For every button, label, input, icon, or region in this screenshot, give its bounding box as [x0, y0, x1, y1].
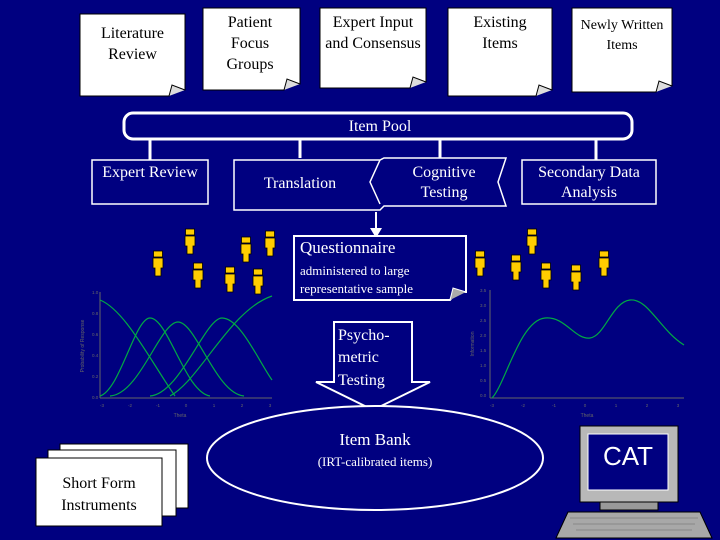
- computer-icon: [555, 425, 713, 539]
- doc-expert-input: [319, 7, 427, 89]
- existing-items-label: Existing Items: [473, 14, 527, 52]
- info-x-tick: 0: [584, 403, 587, 408]
- short-form-stack: [35, 443, 189, 527]
- item-bank-subtitle: (IRT-calibrated items): [317, 454, 433, 469]
- person-icon: [192, 262, 204, 289]
- icc-x-tick: -1: [156, 403, 160, 408]
- person-icon: [540, 262, 552, 289]
- patient-focus-groups-label: Patient Focus Groups: [226, 14, 274, 73]
- icc-x-tick: 3: [269, 403, 272, 408]
- expert-input-label: Expert Input and Consensus: [325, 14, 421, 52]
- short-form-label: Short Form Instruments: [61, 475, 137, 515]
- icc-y-tick: 0.6: [92, 332, 99, 337]
- translation-cognitive-arrow: [233, 157, 508, 211]
- psychometric-testing-arrow: [315, 321, 431, 412]
- icc-y-tick: 1.0: [92, 290, 99, 295]
- doc-patient-focus-groups: [202, 7, 301, 91]
- person-icon: [152, 250, 164, 277]
- info-x-tick: 2: [646, 403, 649, 408]
- item-pool-label: Item Pool: [348, 118, 412, 135]
- newly-written-items-label: Newly Written Items: [580, 18, 664, 54]
- person-icon: [240, 236, 252, 263]
- person-icon: [264, 230, 276, 257]
- item-bank-ellipse: [206, 405, 544, 511]
- info-y-tick: 2.0: [480, 333, 487, 338]
- info-y-tick: 0.0: [480, 393, 487, 398]
- info-y-tick: 3.0: [480, 303, 487, 308]
- icc-y-tick: 0.4: [92, 353, 99, 358]
- expert-review-label: Expert Review: [102, 164, 198, 181]
- psychometric-testing-label: Psycho-metric Testing: [338, 327, 390, 389]
- item-pool-bar: [122, 111, 634, 141]
- svg-text:Information: Information: [470, 331, 476, 356]
- questionnaire-doc: [293, 235, 467, 301]
- icc-x-tick: 2: [241, 403, 244, 408]
- icc-x-tick: -3: [100, 403, 104, 408]
- icc-curve: [149, 317, 273, 397]
- questionnaire-subtitle: administered to large representative sam…: [300, 263, 413, 296]
- doc-existing-items: [447, 7, 553, 97]
- icc-y-tick: 0.8: [92, 311, 99, 316]
- person-icon: [598, 250, 610, 277]
- secondary-data-analysis-label: Secondary Data Analysis: [538, 164, 640, 201]
- questionnaire-title: Questionnaire: [300, 238, 396, 257]
- icc-plot: Probability of Response Theta 1.0 0.8 0.6 0…: [80, 290, 273, 419]
- info-x-tick: 1: [615, 403, 618, 408]
- info-y-tick: 0.5: [480, 378, 487, 383]
- person-icon: [184, 228, 196, 255]
- information-curve: [491, 299, 685, 399]
- icc-curve: [109, 321, 245, 397]
- icc-x-tick: 0: [185, 403, 188, 408]
- secondary-analysis-box: [521, 159, 657, 205]
- info-y-tick: 3.5: [480, 288, 487, 293]
- svg-text:Theta: Theta: [581, 413, 594, 419]
- info-y-tick: 2.5: [480, 318, 487, 323]
- icc-y-tick: 0.0: [92, 395, 99, 400]
- icc-y-tick: 0.2: [92, 374, 99, 379]
- svg-text:Probability of Response: Probability of Response: [80, 319, 86, 372]
- info-y-tick: 1.0: [480, 363, 487, 368]
- down-arrow-to-questionnaire: [370, 212, 382, 238]
- svg-text:Theta: Theta: [174, 413, 187, 419]
- translation-label: Translation: [263, 175, 337, 192]
- person-icon: [510, 254, 522, 281]
- icc-curve: [99, 299, 176, 397]
- literature-review-label: Literature Review: [100, 25, 165, 63]
- icc-x-tick: 1: [213, 403, 216, 408]
- person-icon: [252, 268, 264, 295]
- person-icon: [570, 264, 582, 291]
- info-y-tick: 1.5: [480, 348, 487, 353]
- expert-review-box: [91, 159, 209, 205]
- icc-x-tick: -2: [128, 403, 132, 408]
- item-bank-title: Item Bank: [339, 430, 411, 449]
- info-x-tick: 3: [677, 403, 680, 408]
- doc-newly-written-items: [571, 7, 673, 93]
- info-x-tick: -2: [521, 403, 525, 408]
- info-x-tick: -3: [490, 403, 494, 408]
- cognitive-testing-label: Cognitive Testing: [412, 164, 476, 201]
- people-group: [152, 228, 610, 295]
- info-x-tick: -1: [552, 403, 556, 408]
- icc-curve: [99, 317, 211, 397]
- person-icon: [224, 266, 236, 293]
- doc-literature-review: [79, 13, 186, 97]
- person-icon: [474, 250, 486, 277]
- cat-label: CAT: [602, 441, 654, 471]
- person-icon: [526, 228, 538, 255]
- icc-curve: [169, 295, 273, 397]
- pool-connectors: [148, 139, 598, 160]
- information-plot: Information Theta 3.5 3.0 2.5 2.0 1.5 1.0 0.5 0…: [470, 288, 685, 419]
